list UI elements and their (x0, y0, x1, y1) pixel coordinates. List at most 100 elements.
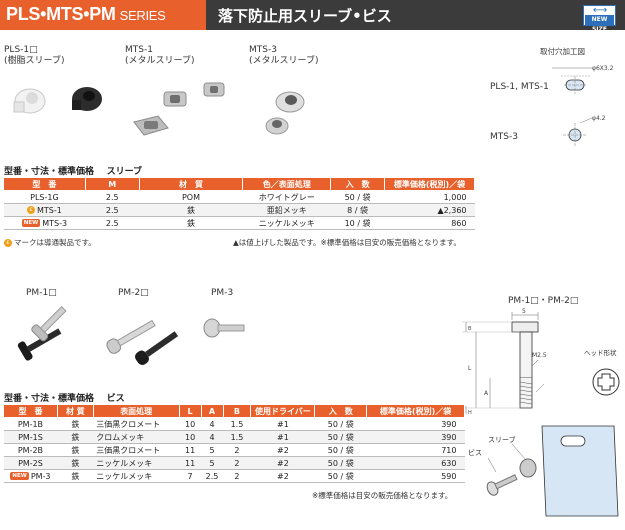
dim-label-top: 5 (522, 308, 526, 315)
dim-label-l: L (468, 365, 472, 372)
table-cell: 5 (201, 456, 223, 470)
dim-label-a: A (484, 390, 489, 397)
table-cell: 630 (366, 456, 465, 470)
assembly-label-screw: ビス (468, 448, 482, 457)
table-cell: 2.5 (85, 216, 140, 230)
pls1-photo (13, 87, 102, 114)
page-title: 落下防止用スリーブ•ビス (218, 7, 392, 25)
table-cell: 鉄 (57, 417, 94, 431)
dim-label-b: B (468, 326, 472, 332)
table-cell: PM-2B (3, 443, 58, 457)
pm1-photo (17, 306, 67, 361)
table-cell: ニッケルメッキ (242, 216, 331, 230)
table-cell: 11 (179, 456, 202, 470)
screw-section-heading: 型番・寸法・標準価格 ビス (4, 394, 125, 404)
col-header: 入 数 (330, 177, 386, 191)
table-cell: 5 (201, 443, 223, 457)
screw-drawing-title: PM-1□・PM-2□ (508, 296, 579, 306)
table-row: PM-2B 鉄 三価黒クロメート 11 5 2 #2 50 / 袋 710 (3, 443, 465, 457)
table-cell: 鉄 (139, 203, 243, 217)
table-cell: 50 / 袋 (314, 417, 367, 431)
table-row: PLS-1G 2.5 POM ホワイトグレー 50 / 袋 1,000 (3, 190, 475, 204)
table-cell: 三価黒クロメート (93, 443, 180, 457)
sleeve-section-heading: 型番・寸法・標準価格 スリーブ (4, 167, 143, 177)
mount-hole-title: 取付穴加工図 (540, 47, 585, 56)
table-cell: 2.5 (201, 469, 223, 483)
screw-price-note: ※標準価格は目安の販売価格となります。 (312, 491, 453, 500)
col-header: 色／表面処理 (242, 177, 332, 191)
product-caption-pm1: PM-1□ (26, 288, 57, 298)
col-header: 型 番 (3, 177, 86, 191)
screw-table-header: 型 番 材 質 表面処理 L A B 使用ドライバー 入 数 標準価格(税別)／… (3, 404, 465, 418)
table-cell: 2 (223, 469, 251, 483)
table-cell: 三価黒クロメート (93, 417, 180, 431)
col-header: M (84, 177, 140, 191)
col-header: 材 質 (138, 177, 244, 191)
table-cell: ホワイトグレー (242, 190, 331, 204)
table-cell: 10 (179, 417, 202, 431)
price-note: ▲は値上げした製品です。※標準価格は目安の販売価格となります。 (233, 238, 461, 247)
table-cell: 鉄 (57, 456, 94, 470)
table-cell: 1.5 (223, 430, 251, 444)
col-header: B (222, 404, 252, 418)
table-cell: ▲2,360 (384, 203, 475, 217)
col-header: L (178, 404, 202, 418)
mount-hole-label-1: PLS-1, MTS-1 (490, 82, 549, 92)
conductive-mark-icon: ε (4, 239, 12, 247)
mount-hole-drawing: φ6X3.2 PLS-1, MTS-1 φ4.2 MTS-3 (490, 65, 614, 147)
table-row: PM-1B 鉄 三価黒クロメート 10 4 1.5 #1 50 / 袋 390 (3, 417, 465, 431)
new-size-label: NEW SIZE (585, 15, 614, 33)
sleeve-spec-table: 型 番 M 材 質 色／表面処理 入 数 標準価格(税別)／袋 PLS-1G 2… (3, 177, 475, 230)
table-cell: #1 (250, 417, 315, 431)
table-cell: 2.5 (85, 190, 140, 204)
table-cell: 7 (179, 469, 202, 483)
product-caption-pm3: PM-3 (211, 288, 234, 298)
table-cell: #1 (250, 430, 315, 444)
new-badge: NEW (21, 219, 41, 227)
screw-section-kind: ビス (106, 394, 125, 404)
col-header: 標準価格(税別)／袋 (384, 177, 475, 191)
table-cell: 10 / 袋 (330, 216, 385, 230)
dim-label-thread: M2.5 (532, 352, 547, 359)
phillips-head-icon (592, 368, 620, 396)
table-cell: PLS-1G (3, 190, 86, 204)
table-cell: 860 (384, 216, 475, 230)
col-header: 表面処理 (92, 404, 180, 418)
screw-spec-table: 型 番 材 質 表面処理 L A B 使用ドライバー 入 数 標準価格(税別)／… (3, 404, 465, 483)
col-header: 材 質 (56, 404, 94, 418)
mts1-photo (133, 82, 225, 136)
table-cell: 50 / 袋 (314, 430, 367, 444)
table-cell: 鉄 (57, 443, 94, 457)
new-size-badge: ⟷ NEW SIZE (583, 5, 616, 33)
table-cell: 2 (223, 443, 251, 457)
table-cell: 1.5 (223, 417, 251, 431)
product-caption-mts1: MTS-1(メタルスリーブ) (125, 45, 195, 66)
table-cell: PM-2S (3, 456, 58, 470)
table-cell: 590 (366, 469, 465, 483)
product-caption-pls1: PLS-1□(樹脂スリーブ) (4, 45, 65, 66)
double-arrow-icon: ⟷ (592, 5, 608, 16)
table-cell: 50 / 袋 (314, 469, 367, 483)
mount-hole-mts3: φ4.2 (563, 115, 606, 147)
table-cell: 鉄 (57, 430, 94, 444)
col-header: 使用ドライバー (250, 404, 316, 418)
table-row: PM-2S 鉄 ニッケルメッキ 11 5 2 #2 50 / 袋 630 (3, 456, 465, 470)
col-header: 型 番 (3, 404, 58, 418)
table-cell: 8 / 袋 (330, 203, 385, 217)
mount-hole-dim-1: φ6X3.2 (592, 65, 614, 72)
table-cell: #2 (250, 443, 315, 457)
series-suffix: SERIES (119, 8, 166, 23)
table-cell: #2 (250, 456, 315, 470)
mts3-photo (265, 91, 305, 135)
col-header: 入 数 (314, 404, 368, 418)
table-cell: 50 / 袋 (314, 443, 367, 457)
col-header: A (200, 404, 224, 418)
table-cell: PM-1S (3, 430, 58, 444)
